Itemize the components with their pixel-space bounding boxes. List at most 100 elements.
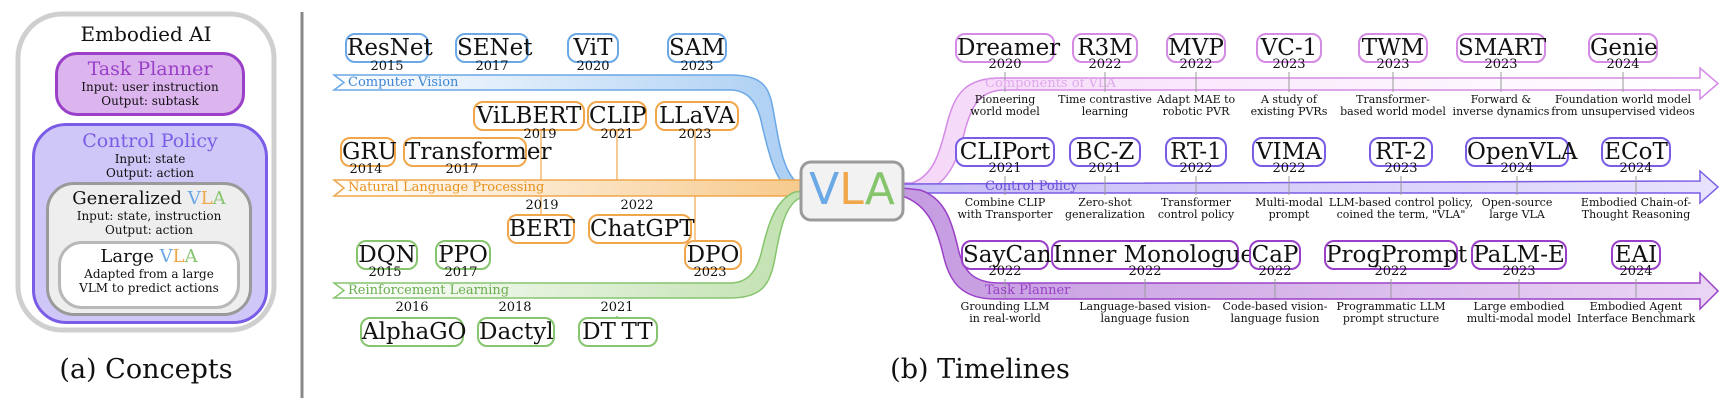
- large-vla-line2: VLM to predict actions: [79, 281, 219, 295]
- desc-dreamer-line1: Pioneering: [974, 93, 1036, 106]
- desc-twm-line1: Transformer-: [1356, 93, 1430, 106]
- desc-genie-line1: Foundation world model: [1554, 93, 1692, 106]
- task-planner-card: Task Planner Input: user instruction Out…: [55, 52, 245, 116]
- desc-rt-2-line2: coined the term, "VLA": [1336, 208, 1466, 221]
- desc-eai-line2: Interface Benchmark: [1576, 312, 1696, 325]
- year-ppo: 2017: [444, 265, 478, 280]
- concepts-caption: (a) Concepts: [59, 354, 233, 385]
- year-cap: 2022: [1258, 264, 1292, 279]
- node-chatgpt: ChatGPT: [588, 214, 695, 244]
- node-dqn: DQN: [356, 240, 418, 270]
- desc-rt-1-line1: Transformer: [1160, 196, 1232, 209]
- large-vla-card: Large VLA Adapted from a large VLM to pr…: [58, 241, 240, 309]
- node-resnet: ResNet: [345, 33, 433, 63]
- node-bc-z: BC-Z: [1069, 137, 1141, 167]
- desc-inner-monologue-line1: Language-based vision-: [1079, 300, 1211, 313]
- node-openvla: OpenVLA: [1465, 137, 1578, 167]
- node-progprompt: ProgPrompt: [1324, 240, 1468, 270]
- node-dreamer: Dreamer: [955, 33, 1061, 63]
- year-mvp: 2022: [1179, 57, 1213, 72]
- node-dactyl: Dactyl: [477, 317, 555, 347]
- year-ecot: 2024: [1619, 161, 1653, 176]
- cv-branch: [331, 74, 813, 195]
- desc-eai-line1: Embodied Agent: [1589, 300, 1683, 313]
- year-vilbert: 2019: [523, 127, 557, 142]
- node-smart: SMART: [1456, 33, 1547, 63]
- node-twm: TWM: [1358, 33, 1428, 63]
- node-bert: BERT: [507, 214, 575, 244]
- vla-center-label: VLA: [809, 164, 895, 215]
- node-transformer: Transformer: [403, 137, 552, 167]
- node-vilbert: ViLBERT: [473, 101, 585, 131]
- desc-genie-line2: from unsupervised videos: [1551, 105, 1695, 118]
- vla-center-box: [799, 160, 905, 222]
- year-vit: 2020: [576, 59, 610, 74]
- desc-vc-1-line2: existing PVRs: [1250, 105, 1328, 118]
- node-ppo: PPO: [435, 240, 491, 270]
- node-vima: VIMA: [1252, 137, 1326, 167]
- year-dreamer: 2020: [988, 57, 1022, 72]
- node-llava: LLaVA: [655, 101, 739, 131]
- rl-branch-label: Reinforcement Learning: [348, 283, 510, 298]
- year-senet: 2017: [475, 59, 509, 74]
- node-palm-e: PaLM-E: [1471, 240, 1567, 270]
- desc-palm-e-line2: multi-modal model: [1466, 312, 1572, 325]
- year-saycan: 2022: [988, 264, 1022, 279]
- desc-bc-z-line2: generalization: [1065, 208, 1145, 221]
- right-ticks: [1004, 72, 1637, 298]
- components-branch: [901, 66, 1720, 193]
- node-cap: CaP: [1249, 240, 1301, 270]
- year-cliport: 2021: [988, 161, 1022, 176]
- desc-r3m-line1: Time contrastive: [1058, 93, 1152, 106]
- desc-saycan-line1: Grounding LLM: [960, 300, 1050, 313]
- node-dt-tt-group: [578, 317, 658, 347]
- task-planner-input: Input: user instruction: [81, 80, 219, 94]
- node-vc-1: VC-1: [1256, 33, 1322, 63]
- node-dpo: DPO: [684, 240, 742, 270]
- node-eai: EAI: [1611, 240, 1661, 270]
- node-alphago: AlphaGO: [360, 317, 467, 347]
- desc-smart-line1: Forward &: [1470, 93, 1532, 106]
- desc-cap-line2: language fusion: [1230, 312, 1320, 325]
- year-llava: 2023: [678, 127, 712, 142]
- node-cliport: CLIPort: [955, 137, 1055, 167]
- year-chatgpt: 2022: [620, 198, 654, 213]
- node-mvp: MVP: [1166, 33, 1226, 63]
- desc-twm-line2: based world model: [1340, 105, 1446, 118]
- desc-cap-line1: Code-based vision-: [1222, 300, 1328, 313]
- year-transformer: 2017: [445, 162, 479, 177]
- desc-ecot-line1: Embodied Chain-of-: [1580, 196, 1692, 209]
- cv-branch-label: Computer Vision: [348, 75, 459, 90]
- generalized-vla-output: Output: action: [105, 223, 193, 237]
- control-policy-input: Input: state: [114, 152, 186, 166]
- desc-progprompt-line2: prompt structure: [1342, 312, 1440, 325]
- node-gru: GRU: [340, 137, 398, 167]
- control-branch-label: Control Policy: [985, 179, 1078, 194]
- large-vla-line1: Adapted from a large: [84, 267, 214, 281]
- year-dpo: 2023: [693, 265, 727, 280]
- node-tt: TT: [621, 319, 653, 345]
- generalized-vla-title: Generalized VLA: [72, 188, 226, 209]
- node-saycan: SayCan: [961, 240, 1052, 270]
- year-bc-z: 2021: [1088, 161, 1122, 176]
- desc-mvp-line2: robotic PVR: [1162, 105, 1230, 118]
- desc-progprompt-line1: Programmatic LLM: [1336, 300, 1446, 313]
- desc-r3m-line2: learning: [1081, 105, 1129, 118]
- node-genie: Genie: [1588, 33, 1658, 63]
- year-progprompt: 2022: [1374, 264, 1408, 279]
- year-dt-tt: 2021: [600, 300, 634, 315]
- task-planner-title: Task Planner: [87, 58, 213, 80]
- year-bert: 2019: [525, 198, 559, 213]
- year-openvla: 2024: [1500, 161, 1534, 176]
- year-gru: 2014: [349, 162, 383, 177]
- year-inner-monologue: 2022: [1128, 264, 1162, 279]
- node-clip: CLIP: [587, 101, 647, 131]
- year-alphago: 2016: [395, 300, 429, 315]
- year-vima: 2022: [1272, 161, 1306, 176]
- desc-vima-line1: Multi-modal: [1255, 196, 1323, 209]
- node-inner-monologue: Inner Monologue: [1051, 240, 1255, 270]
- nlp-connectors: [540, 125, 696, 240]
- year-smart: 2023: [1484, 57, 1518, 72]
- desc-bc-z-line1: Zero-shot: [1078, 196, 1132, 209]
- year-genie: 2024: [1606, 57, 1640, 72]
